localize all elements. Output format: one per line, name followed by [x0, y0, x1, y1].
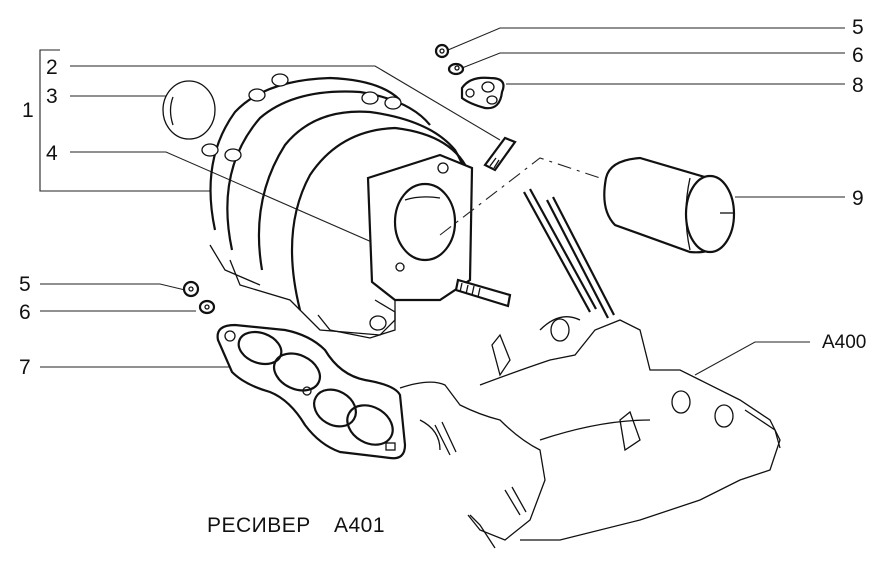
- manifold-studs: [434, 188, 615, 516]
- diagram-code: A401: [334, 514, 386, 537]
- part-6-washer-left: [198, 299, 216, 315]
- callout-7: 7: [19, 356, 31, 379]
- group-1-bracket: [39, 49, 210, 192]
- callout-5-left: 5: [19, 273, 31, 296]
- callout-2: 2: [46, 56, 58, 79]
- callout-6-left: 6: [19, 301, 31, 324]
- part-5-nut-top: [434, 43, 450, 59]
- part-1-receiver-housing: [201, 73, 474, 339]
- part-8-gasket: [460, 76, 505, 110]
- part-9-sleeve: [603, 156, 736, 254]
- centerline: [439, 157, 601, 236]
- callout-9: 9: [852, 187, 864, 210]
- diagram-title: РЕСИВЕР: [207, 514, 311, 537]
- leader-6-right: [461, 52, 845, 69]
- part-4-stud: [454, 278, 512, 308]
- leader-5-right: [447, 27, 845, 51]
- callout-a400: A400: [822, 332, 867, 353]
- leader-a400: [694, 341, 810, 376]
- leader-5-left: [40, 283, 186, 291]
- part-5-nut-left: [182, 280, 200, 298]
- part-2-stud: [483, 136, 517, 172]
- leader-2: [70, 65, 501, 141]
- intake-manifold-a400: [399, 316, 781, 549]
- callout-8: 8: [852, 74, 864, 97]
- callout-5-right: 5: [852, 16, 864, 39]
- callout-1: 1: [22, 99, 34, 122]
- leader-4: [70, 151, 471, 286]
- callout-4: 4: [46, 142, 58, 165]
- callout-3: 3: [46, 85, 58, 108]
- part-7-gasket: [216, 323, 407, 460]
- part-3-cap: [162, 80, 216, 140]
- callout-6-right: 6: [852, 44, 864, 67]
- part-6-washer-top: [447, 62, 465, 76]
